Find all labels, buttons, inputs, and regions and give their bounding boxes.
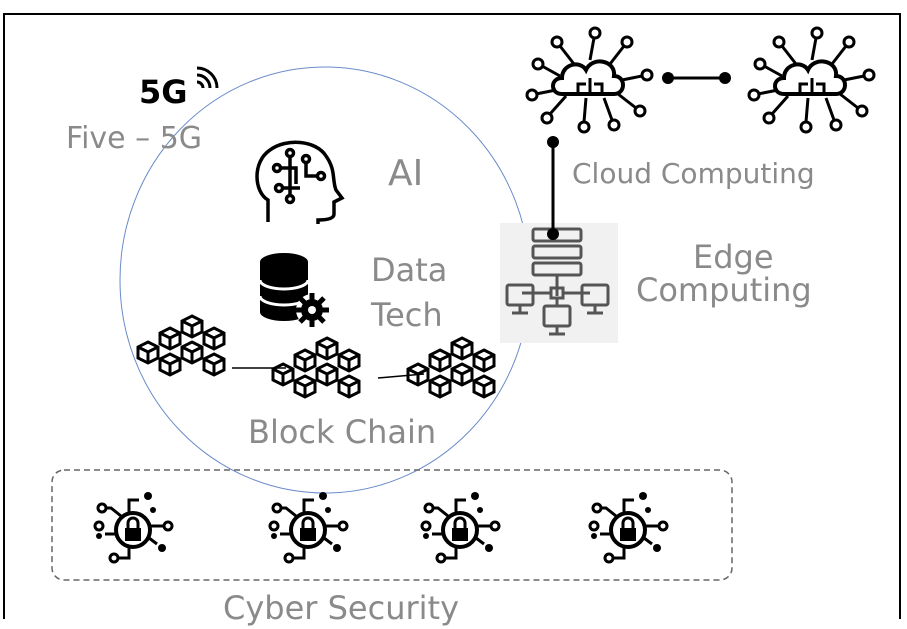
- edge-computing-label-line1: Edge: [693, 238, 774, 276]
- 5g-badge: 5G: [139, 73, 188, 111]
- lock-circuit-icon-4: [588, 490, 669, 564]
- blockchain-icons: [138, 316, 494, 397]
- blockchain-cluster-1-icon: [138, 316, 224, 375]
- cloud-network-icon-left: [525, 26, 654, 134]
- ai-brain-head-icon: [255, 140, 345, 224]
- lock-circuit-icon-3: [420, 490, 501, 564]
- cloud-computing-label: Cloud Computing: [572, 157, 815, 190]
- diagram-frame: [3, 13, 901, 619]
- database-gear-icon: [258, 253, 329, 327]
- cloud-network-icon-right: [747, 26, 876, 134]
- cyber-security-label: Cyber Security: [223, 589, 460, 627]
- data-tech-label-line2: Tech: [371, 296, 443, 334]
- blockchain-cluster-3-icon: [408, 338, 494, 397]
- cloud-edge-connector: [547, 136, 559, 240]
- edge-server-network-icon: [500, 223, 618, 343]
- cloud-connector: [662, 72, 731, 84]
- five-5g-label: Five – 5G: [66, 121, 203, 156]
- 5g-signal-icon: [196, 66, 219, 89]
- edge-computing-label-line2: Computing: [636, 271, 812, 309]
- data-tech-label-line1: Data: [371, 251, 448, 289]
- ai-label: AI: [388, 153, 424, 194]
- lock-circuit-icon-1: [93, 490, 174, 564]
- block-chain-label: Block Chain: [248, 413, 437, 451]
- lock-circuit-icon-2: [268, 490, 349, 564]
